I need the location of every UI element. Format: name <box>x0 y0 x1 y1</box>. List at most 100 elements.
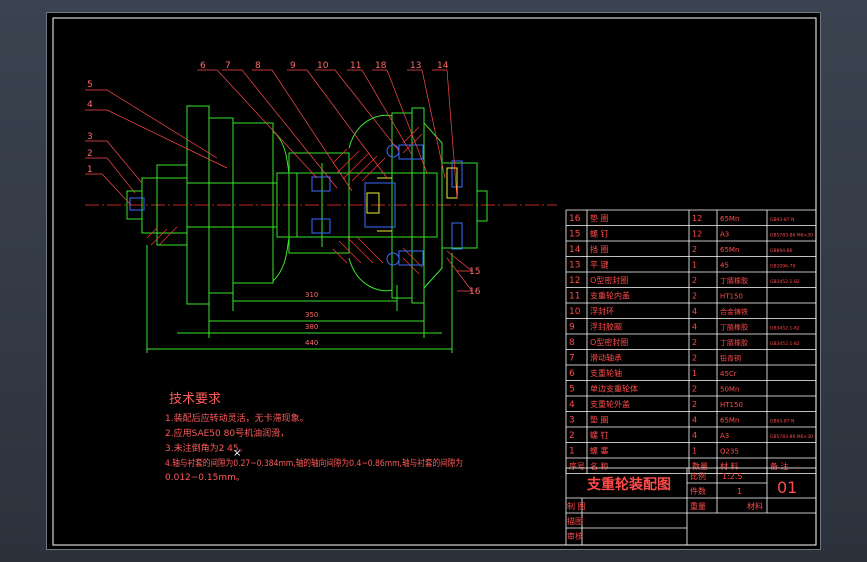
parts-cell-qty: 2 <box>692 276 697 285</box>
parts-cell-name: O型密封圈 <box>590 275 628 285</box>
parts-cell-note: GB3452.1-82 <box>770 326 800 332</box>
parts-cell-name: 浮封环 <box>590 306 614 316</box>
parts-cell-name: O型密封圈 <box>590 337 628 347</box>
balloon-labels: 5 4 3 2 1 6 7 8 9 10 11 18 13 14 15 16 <box>87 61 481 297</box>
parts-cell-mat: 丁腈橡胶 <box>720 276 748 285</box>
parts-cell-mat: 65Mn <box>720 417 739 425</box>
parts-cell-no: 10 <box>569 307 581 317</box>
parts-cell-mat: HT150 <box>720 293 743 301</box>
material-label: 材料 <box>747 501 763 511</box>
balloon-1: 1 <box>87 165 93 175</box>
parts-cell-no: 13 <box>569 261 580 271</box>
dimension-350: 350 <box>305 311 318 319</box>
parts-cell-name: 支重轮外盖 <box>590 399 630 409</box>
parts-cell-no: 2 <box>569 431 575 441</box>
requirement-line-3: 3.未注倒角为2 45。 <box>165 442 248 454</box>
draw-label: 制 图 <box>567 501 586 511</box>
requirement-line-4: 4.轴与衬套的间隙为0.27~0.384mm,轴的轴向间隙为0.4~0.86mm… <box>165 457 463 469</box>
parts-cell-qty: 2 <box>692 354 697 363</box>
assembly-drawing: 5 4 3 2 1 6 7 8 9 10 11 18 13 14 15 16 3… <box>52 17 817 546</box>
parts-cell-name: 单边支重轮体 <box>590 384 638 394</box>
parts-cell-qty: 2 <box>692 400 697 409</box>
parts-cell-qty: 12 <box>692 230 702 239</box>
parts-cell-qty: 2 <box>692 292 697 301</box>
parts-cell-name: 滑动轴承 <box>590 353 622 363</box>
leader-lines <box>85 69 473 292</box>
quantity-label: 件数 <box>690 486 706 496</box>
balloon-3: 3 <box>87 132 93 142</box>
cad-viewport[interactable]: 5 4 3 2 1 6 7 8 9 10 11 18 13 14 15 16 3… <box>46 12 821 550</box>
parts-cell-no: 7 <box>569 354 575 364</box>
parts-cell-mat: A3 <box>720 432 729 440</box>
parts-cell-name: 垫 圈 <box>590 213 609 223</box>
parts-cell-name: 螺 钉 <box>590 229 609 239</box>
balloon-10: 10 <box>317 61 329 71</box>
parts-cell-mat: 65Mn <box>720 215 739 223</box>
parts-cell-name: 浮封胶圈 <box>590 322 622 332</box>
parts-cell-no: 3 <box>569 416 575 426</box>
balloon-18: 18 <box>375 61 387 71</box>
parts-cell-mat: 45Cr <box>720 370 737 378</box>
dimension-310: 310 <box>305 291 318 299</box>
parts-cell-no: 12 <box>569 276 580 286</box>
design-label: 描图 <box>567 516 583 526</box>
parts-header-mat: 材 料 <box>720 461 739 471</box>
requirement-line-5: 0.012~0.15mm。 <box>165 473 245 483</box>
technical-requirements: 技术要求 1.装配后应转动灵活，无卡滞现象。 2.应用SAE50 80号机油润滑… <box>165 392 463 483</box>
parts-cell-no: 5 <box>569 385 575 395</box>
parts-header-note: 备 注 <box>770 461 789 471</box>
section-hatch <box>146 126 423 275</box>
parts-header-no: 序号 <box>569 461 585 471</box>
parts-cell-mat: 丁腈橡胶 <box>720 323 748 332</box>
parts-cell-qty: 4 <box>692 323 697 332</box>
dimension-440: 440 <box>305 339 318 347</box>
parts-cell-note: GB5783-86 M6×30 <box>770 434 813 440</box>
balloon-2: 2 <box>87 149 93 159</box>
parts-cell-name: 挡 圈 <box>590 244 609 254</box>
parts-cell-qty: 1 <box>692 369 697 378</box>
drawing-number: 01 <box>777 478 797 497</box>
parts-cell-mat: 65Mn <box>720 246 739 254</box>
parts-cell-mat: 45 <box>720 262 729 270</box>
parts-cell-qty: 4 <box>692 431 697 440</box>
parts-cell-no: 16 <box>569 214 581 224</box>
parts-cell-name: 支重轮轴 <box>590 368 622 378</box>
drawing-title: 支重轮装配图 <box>586 476 671 493</box>
parts-header-name: 名 称 <box>590 461 609 471</box>
parts-cell-no: 15 <box>569 230 580 240</box>
balloon-6: 6 <box>200 61 206 71</box>
parts-cell-no: 4 <box>569 400 575 410</box>
parts-cell-qty: 2 <box>692 338 697 347</box>
key-details <box>366 167 458 232</box>
balloon-16: 16 <box>469 287 481 297</box>
balloon-13: 13 <box>410 61 421 71</box>
parts-cell-qty: 12 <box>692 214 702 223</box>
requirements-heading: 技术要求 <box>169 392 221 407</box>
parts-cell-no: 14 <box>569 245 581 255</box>
parts-cell-note: GB894-86 <box>770 248 793 254</box>
title-block: 支重轮装配图 比例 1:2.5 件数 1 01 重量 材料 制 图 描图 审核 <box>565 467 817 546</box>
parts-cell-note: GB1096-79 <box>770 264 796 270</box>
parts-cell-name: 螺 钉 <box>590 430 609 440</box>
parts-cell-qty: 4 <box>692 307 697 316</box>
parts-cell-mat: 合金铸铁 <box>720 307 748 316</box>
parts-cell-mat: 50Mn <box>720 386 739 394</box>
parts-cell-mat: HT150 <box>720 401 743 409</box>
parts-cell-no: 8 <box>569 338 575 348</box>
parts-cell-no: 9 <box>569 323 575 333</box>
balloon-8: 8 <box>255 61 261 71</box>
parts-cell-note: GB3452.1-82 <box>770 341 800 347</box>
balloon-4: 4 <box>87 100 93 110</box>
parts-list <box>565 209 817 474</box>
parts-cell-note: GB93-87 N <box>770 217 794 223</box>
dimension-labels: 310 350 380 440 <box>305 291 318 347</box>
quantity-value: 1 <box>737 487 742 496</box>
parts-cell-name: 螺 塞 <box>590 446 609 456</box>
balloon-7: 7 <box>225 61 231 71</box>
parts-cell-qty: 2 <box>692 245 697 254</box>
parts-cell-name: 支重轮内盖 <box>590 291 630 301</box>
parts-cell-mat: 铅青铜 <box>720 354 741 363</box>
requirement-line-1: 1.装配后应转动灵活，无卡滞现象。 <box>165 412 309 424</box>
dimension-380: 380 <box>305 323 318 331</box>
weight-label: 重量 <box>690 501 706 511</box>
